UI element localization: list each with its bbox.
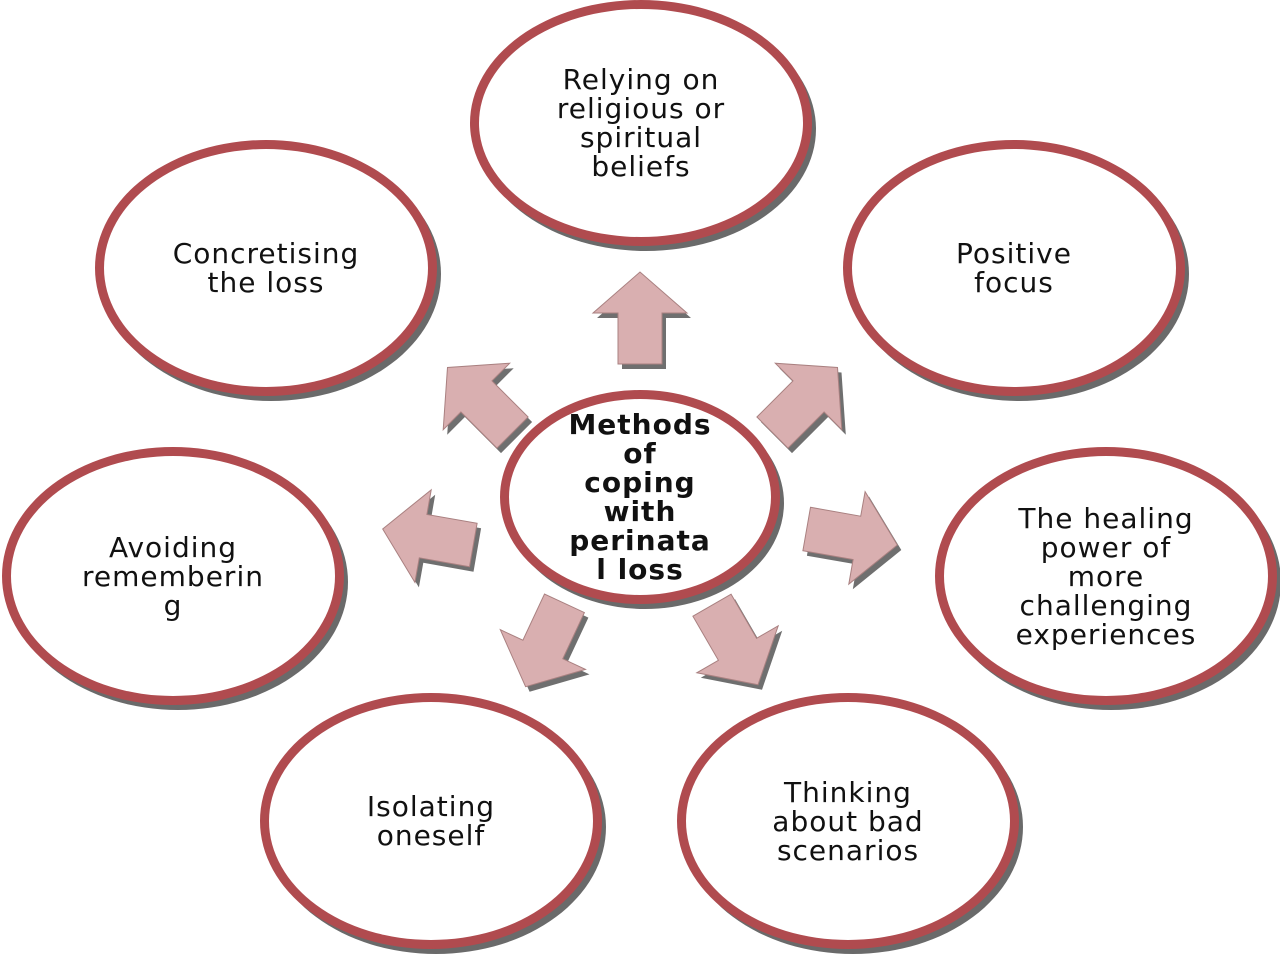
node-bottom-left-label: Isolating oneself bbox=[366, 790, 496, 852]
arrow-bottom-left bbox=[499, 593, 587, 688]
node-bottom-right-label: Thinking about bad scenarios bbox=[772, 775, 924, 867]
node-upper-right-label: Positive focus bbox=[956, 237, 1072, 299]
node-left: Avoiding rememberin g bbox=[2, 447, 344, 705]
arrow-right bbox=[802, 490, 898, 586]
node-upper-left: Concretising the loss bbox=[95, 140, 437, 396]
center-node: Methods of coping with perinata l loss bbox=[500, 390, 780, 604]
arrow-left bbox=[382, 488, 478, 584]
node-top-label: Relying on religious or spiritual belief… bbox=[556, 63, 726, 183]
center-node-label: Methods of coping with perinata l loss bbox=[568, 408, 712, 586]
arrow-upper-left bbox=[442, 362, 529, 449]
node-right: The healing power of more challenging ex… bbox=[935, 447, 1277, 705]
node-bottom-right: Thinking about bad scenarios bbox=[677, 693, 1019, 949]
node-upper-right: Positive focus bbox=[843, 140, 1185, 396]
node-upper-left-label: Concretising the loss bbox=[172, 237, 360, 299]
node-top: Relying on religious or spiritual belief… bbox=[470, 0, 812, 246]
arrow-top bbox=[591, 271, 689, 365]
node-right-label: The healing power of more challenging ex… bbox=[1015, 501, 1197, 651]
arrow-upper-right bbox=[756, 362, 843, 449]
node-left-label: Avoiding rememberin g bbox=[82, 530, 264, 622]
arrow-bottom-right bbox=[692, 593, 780, 686]
node-bottom-left: Isolating oneself bbox=[260, 693, 602, 949]
